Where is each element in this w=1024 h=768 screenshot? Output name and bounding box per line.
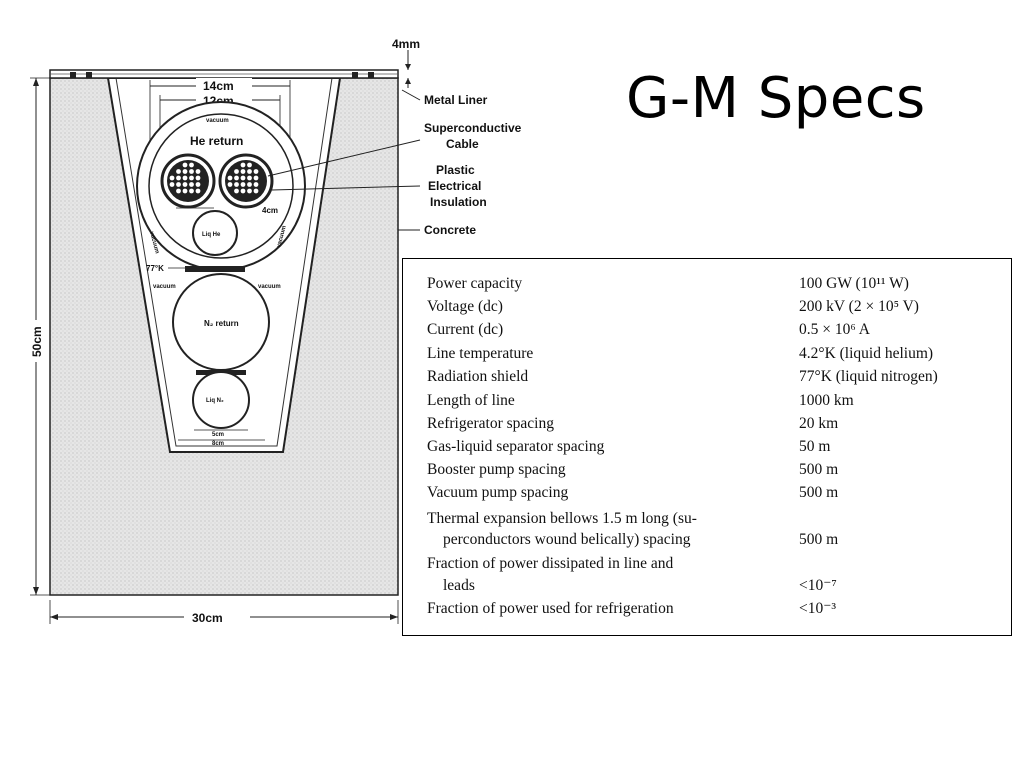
svg-text:vacuum: vacuum (148, 231, 160, 254)
plastic-label-2: Electrical (428, 179, 481, 193)
cable-strands (169, 162, 201, 194)
svg-text:vacuum: vacuum (258, 284, 281, 290)
cable-strands (227, 162, 259, 194)
liquid-helium-pipe (192, 210, 238, 256)
dim-8cm-label: 8cm (212, 441, 224, 447)
he-return-label: He return (190, 134, 243, 148)
dim-14cm-label: 14cm (203, 79, 234, 93)
dim-30cm-label: 30cm (192, 611, 223, 625)
svg-text:Liq N₂: Liq N₂ (206, 398, 224, 404)
plastic-label-1: Plastic (436, 163, 475, 177)
dim-4cm-label: 4cm (262, 206, 278, 215)
svg-text:vacuum: vacuum (276, 225, 288, 248)
vacuum-label-top: vacuum (206, 118, 229, 124)
svg-text:vacuum: vacuum (153, 284, 176, 290)
cable-cross-section-diagram: 4mm 14cm 12cm vacuum vacuum vacuum He re… (30, 37, 522, 625)
specs-table: Power capacity 100 GW (10¹¹ W) Voltage (… (402, 258, 1012, 636)
slide-title: G-M Specs (626, 66, 926, 131)
dim-4mm-label: 4mm (392, 37, 420, 51)
superconducting-cable-right (218, 153, 274, 209)
plastic-label-3: Insulation (430, 195, 487, 209)
svg-text:N₂ return: N₂ return (204, 319, 239, 328)
metal-liner-label: Metal Liner (424, 93, 488, 107)
superconducting-cable-left (160, 153, 216, 209)
label-77k: 77°K (146, 264, 164, 273)
superconductive-label-2: Cable (446, 137, 479, 151)
liquid-nitrogen-pipe (192, 371, 250, 429)
concrete-label: Concrete (424, 223, 476, 237)
svg-text:Liq He: Liq He (202, 232, 221, 238)
superconductive-label-1: Superconductive (424, 121, 522, 135)
dim-5cm-label: 5cm (212, 432, 224, 438)
dim-50cm-label: 50cm (30, 326, 44, 357)
